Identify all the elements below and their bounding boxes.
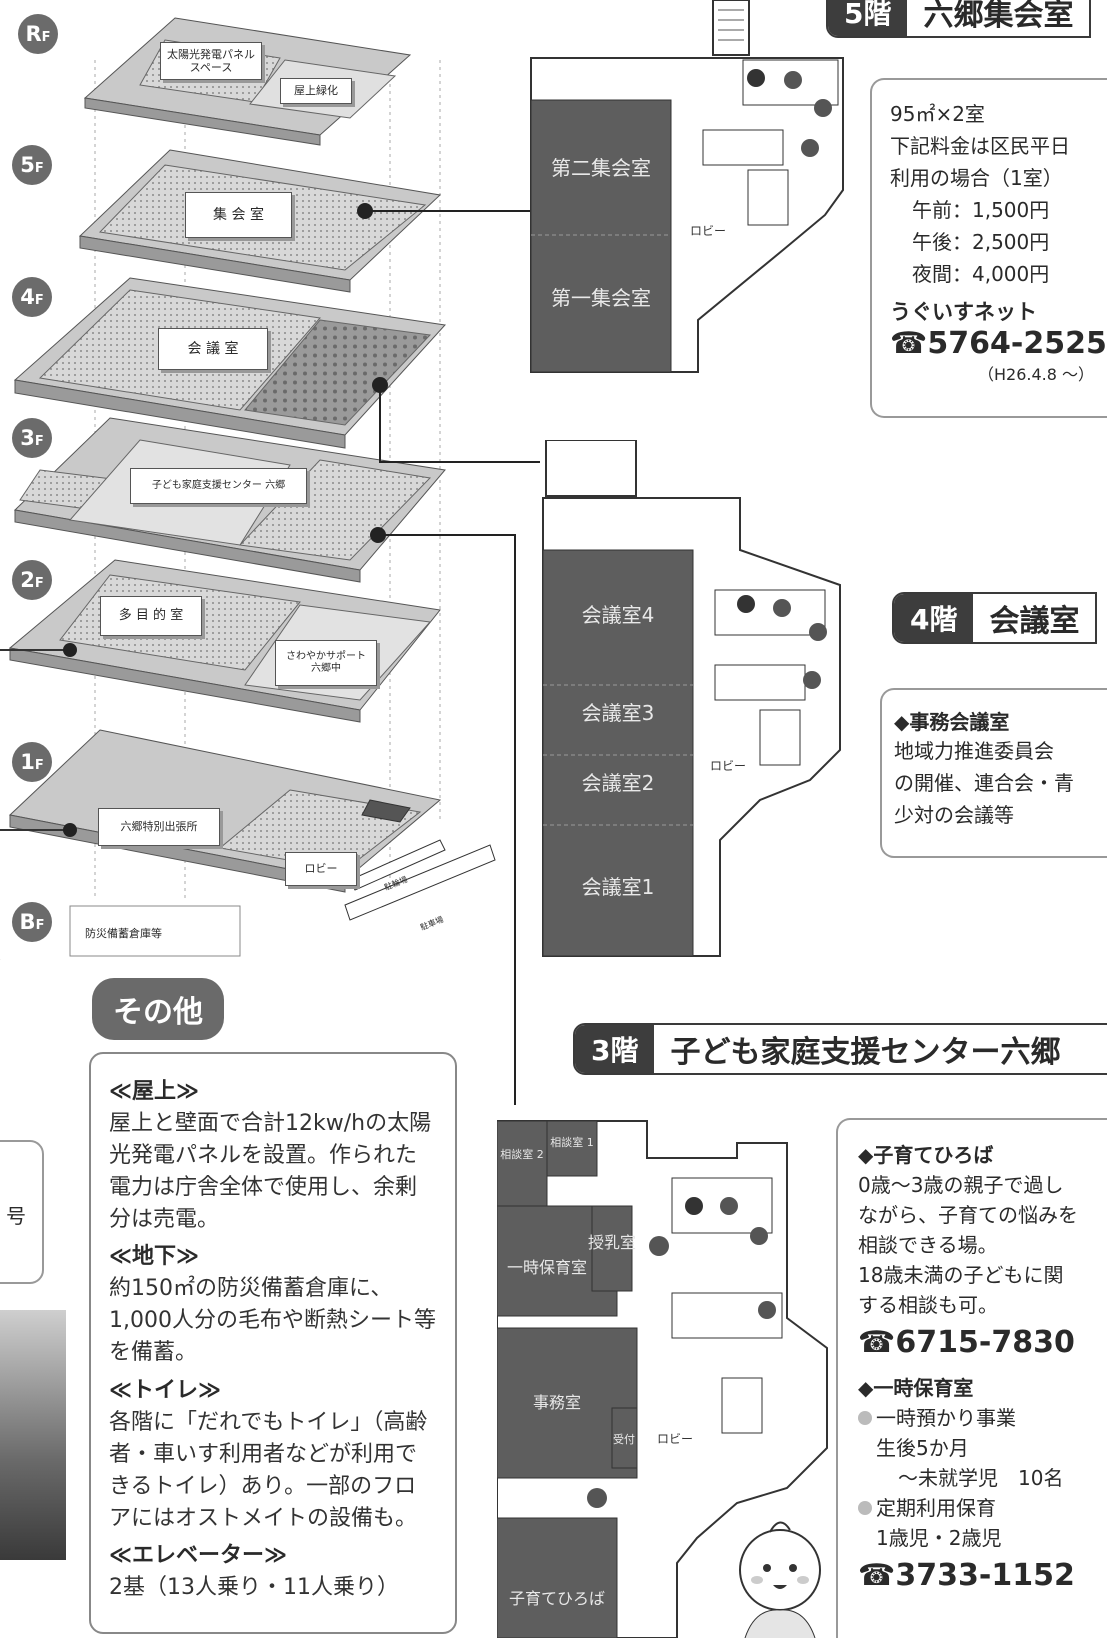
- room-4f-2: 会議室2: [582, 771, 655, 795]
- label-3f-center: 子ども家庭支援センター 六郷: [130, 468, 307, 504]
- room-5f-first: 第一集会室: [551, 286, 651, 310]
- label-4f-meeting: 会 議 室: [158, 328, 268, 370]
- room-3f-nursing: 授乳室: [588, 1233, 636, 1252]
- room-3f-office: 事務室: [533, 1393, 581, 1412]
- header-3f-floor: 3階: [575, 1025, 655, 1073]
- header-4f: 4階 会議室: [892, 592, 1098, 644]
- plate-1f: [8, 729, 442, 893]
- other-p-rooftop: 屋上と壁面で合計12kw/hの太陽光発電パネルを設置。作られた電力は庁舎全体で使…: [109, 1110, 432, 1232]
- floor3-plan: 相談室 2 相談室 1 授乳室 一時保育室 事務室 受付 子育てひろば ロビー: [497, 1120, 828, 1638]
- net-name: うぐいすネット: [890, 300, 1037, 324]
- lobby-4f: ロビー: [710, 759, 746, 773]
- room-5f-second: 第二集会室: [551, 156, 651, 180]
- label-1f-office: 六郷特別出張所: [98, 808, 220, 846]
- room-4f-block: [542, 549, 694, 957]
- callout-4f: ◆事務会議室 地域力推進委員会 の開催、連合会・青 少対の会議等: [880, 688, 1107, 858]
- other-h-toilet: ≪トイレ≫: [109, 1378, 222, 1404]
- header-5f: 5階 六郷集会室: [826, 0, 1092, 38]
- room-3f-temp-care: 一時保育室: [507, 1258, 587, 1277]
- callout-3f: ◆子育てひろば 0歳～3歳の親子で過し ながら、子育ての悩みを 相談できる場。 …: [836, 1118, 1107, 1638]
- header-5f-name: 六郷集会室: [923, 0, 1074, 33]
- header-4f-name: 会議室: [989, 604, 1080, 639]
- header-3f: 3階 子ども家庭支援センター六郷: [573, 1023, 1107, 1075]
- ostomate-icon: [747, 69, 765, 87]
- other-h-basement: ≪地下≫: [109, 1244, 200, 1270]
- callout-5f: 95㎡×2室 下記料金は区民平日 利用の場合（1室） 午前：1,500円 午後：…: [870, 78, 1107, 418]
- room-4f-4: 会議室4: [582, 603, 655, 627]
- phone-3f-temp-care: ☎3733-1152: [858, 1558, 1075, 1593]
- floor5-plan: 第二集会室 第一集会室 ロビー: [530, 0, 844, 373]
- building-photo: [0, 1310, 66, 1560]
- wheelchair-icon: [814, 99, 832, 117]
- other-info-box: ≪屋上≫ 屋上と壁面で合計12kw/hの太陽光発電パネルを設置。作られた電力は庁…: [89, 1052, 457, 1634]
- room-5f-block: [530, 99, 672, 373]
- header-4f-floor: 4階: [894, 594, 974, 642]
- label-bf-storage: 防災備蓄倉庫等: [85, 927, 162, 940]
- room-3f-hiroba: 子育てひろば: [509, 1589, 605, 1608]
- header-3f-name: 子ども家庭支援センター六郷: [670, 1035, 1061, 1070]
- restroom-icon: [784, 71, 802, 89]
- other-h-elevator: ≪エレベーター≫: [109, 1543, 288, 1569]
- phone-3f-hiroba: ☎6715-7830: [858, 1325, 1075, 1360]
- phone-5f: ☎5764-2525: [890, 326, 1107, 361]
- label-2f-sawayaka: さわやかサポート 六郷中: [275, 640, 377, 686]
- room-4f-1: 会議室1: [582, 875, 655, 899]
- restroom-icon-2: [801, 139, 819, 157]
- room-3f-soudan1: 相談室 1: [550, 1135, 594, 1149]
- other-p-basement: 約150㎡の防災備蓄倉庫に、1,000人分の毛布や断熱シート等を備蓄。: [109, 1276, 436, 1366]
- baby-illustration: [739, 1521, 821, 1638]
- other-h-rooftop: ≪屋上≫: [109, 1079, 200, 1104]
- room-3f-reception: 受付: [613, 1433, 635, 1446]
- label-rooftop-green: 屋上緑化: [280, 78, 352, 104]
- phone-5f-note: （H26.4.8 ～）: [978, 365, 1095, 384]
- lobby-3f: ロビー: [657, 1432, 693, 1446]
- other-p-elevator: 2基（13人乗り・11人乗り）: [109, 1575, 399, 1601]
- label-solar-space: 太陽光発電パネル スペース: [160, 42, 262, 80]
- other-tab: その他: [92, 978, 224, 1040]
- room-4f-3: 会議室3: [582, 701, 655, 725]
- label-2f-multipurpose: 多 目 的 室: [100, 596, 202, 636]
- label-1f-lobby: ロビー: [285, 852, 357, 886]
- other-p-toilet: 各階に「だれでもトイレ」（高齢者・車いす利用者などが利用できるトイレ）あり。一部…: [109, 1409, 428, 1531]
- lobby-5f: ロビー: [690, 224, 726, 238]
- floor4-plan: 会議室4 会議室3 会議室2 会議室1 ロビー: [542, 440, 841, 957]
- header-5f-floor: 5階: [828, 0, 908, 36]
- room-3f-soudan2: 相談室 2: [500, 1147, 544, 1161]
- label-5f-hall: 集 会 室: [185, 192, 292, 238]
- left-fragment-box: 号: [0, 1140, 44, 1284]
